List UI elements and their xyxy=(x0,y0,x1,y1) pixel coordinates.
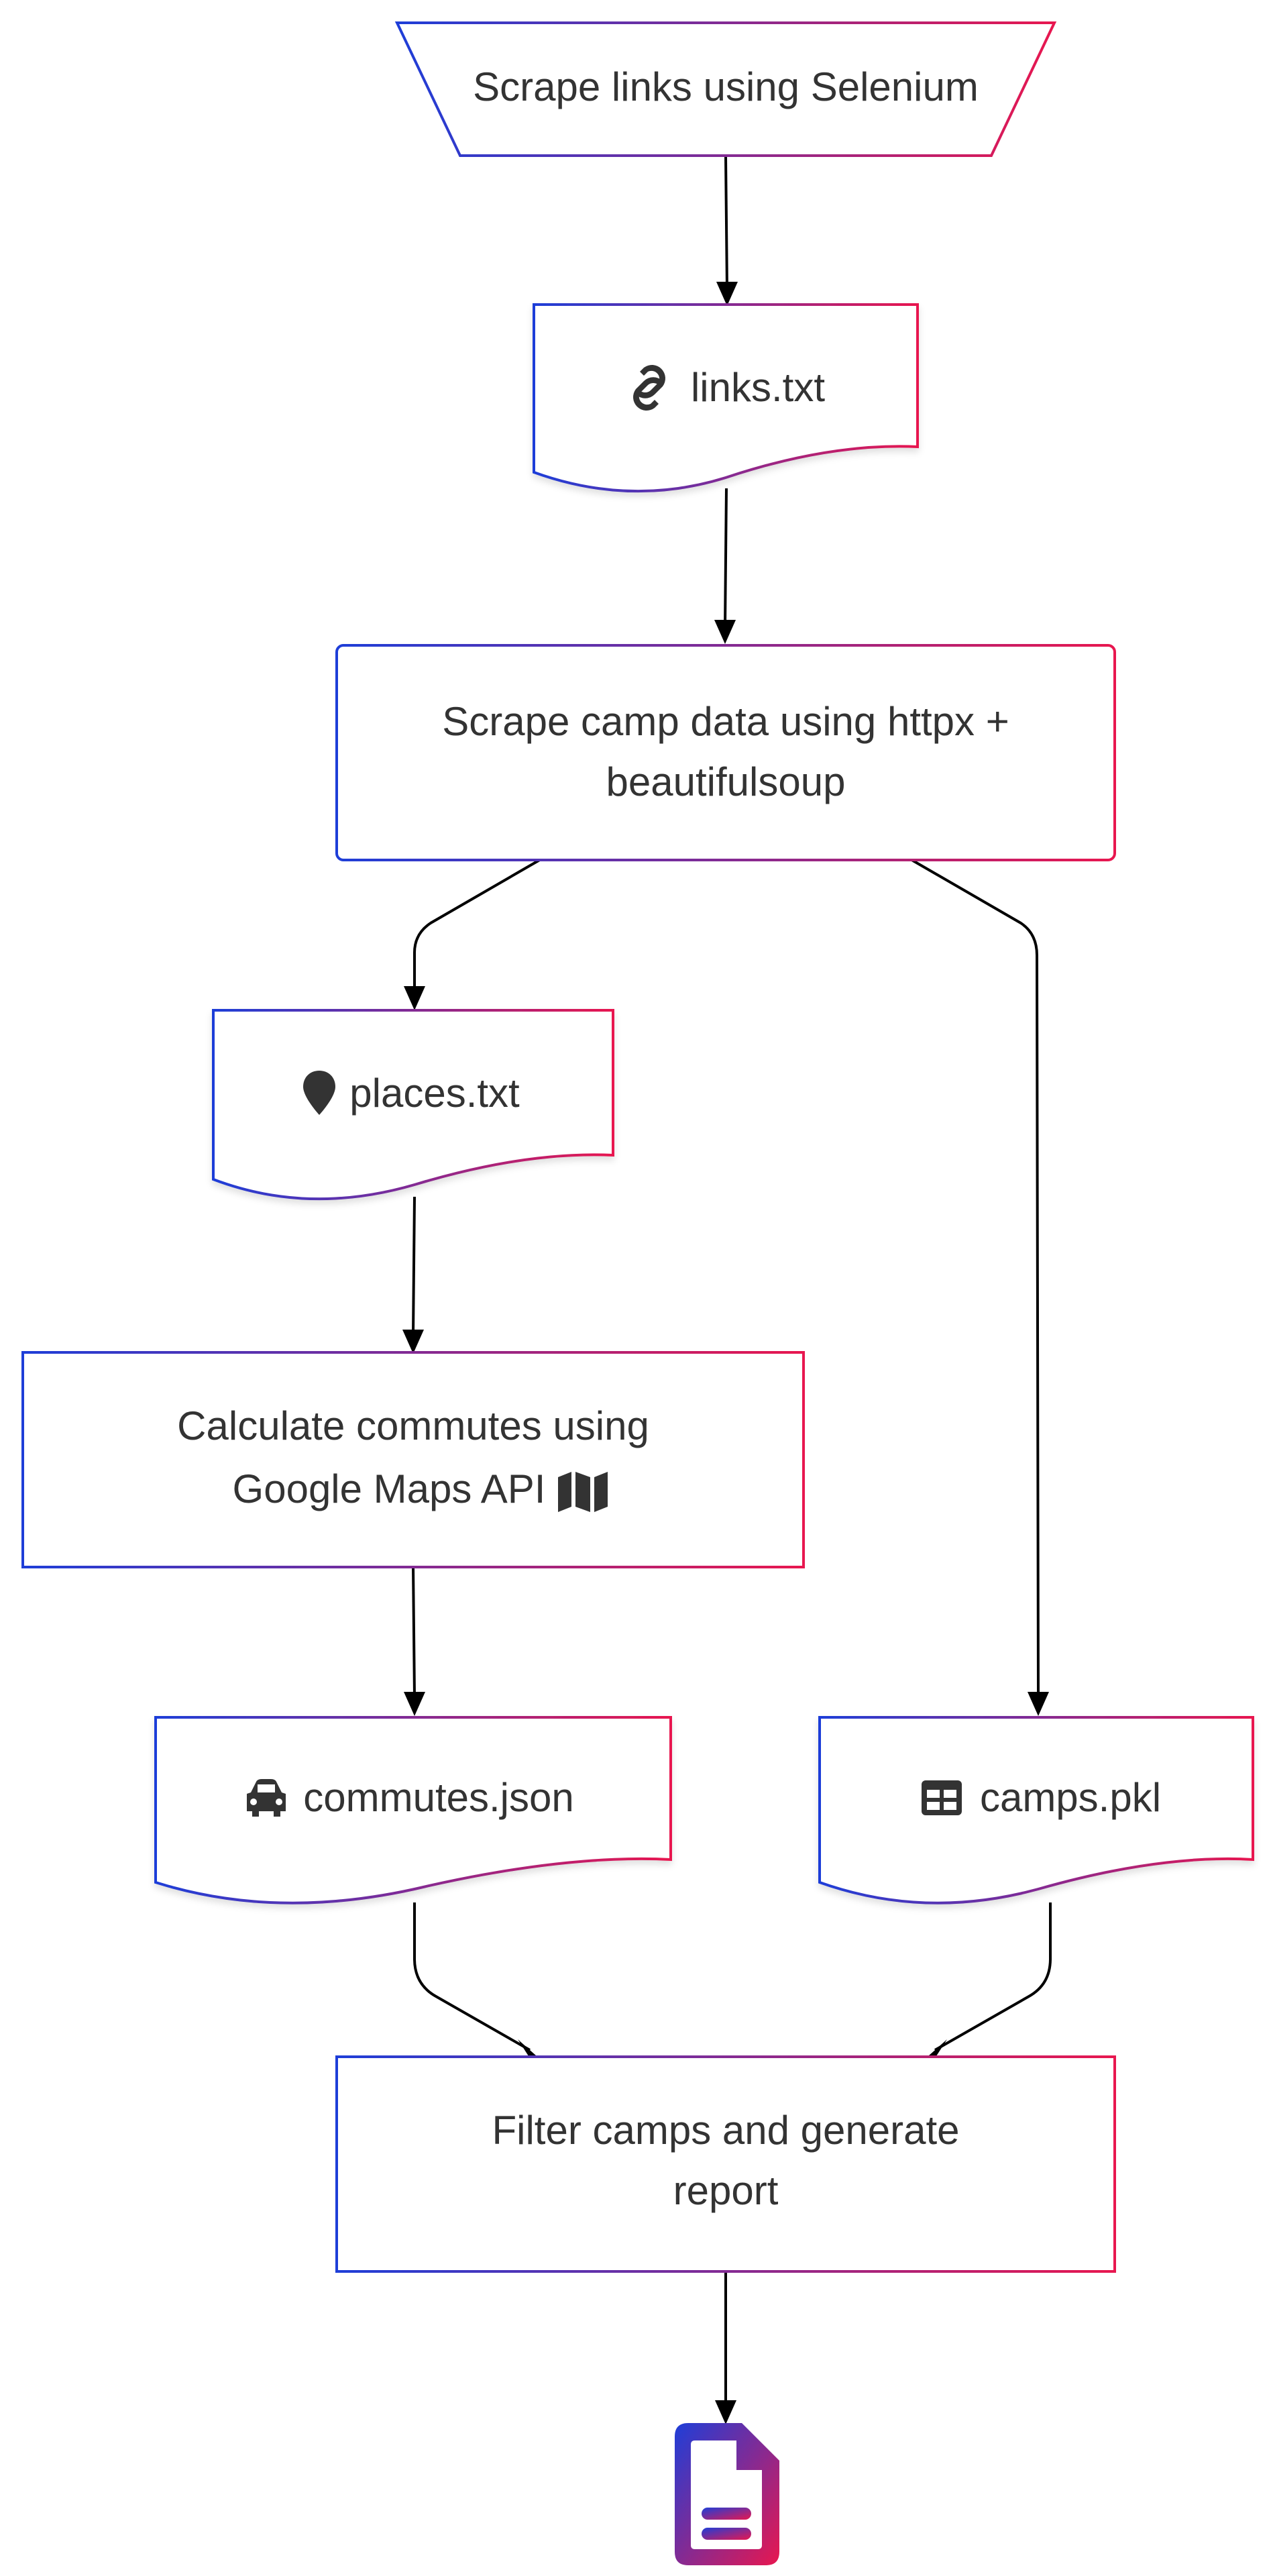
link-icon xyxy=(633,365,665,411)
node-places: places.txt xyxy=(212,1009,614,1201)
node-label-line-1: Scrape camp data using httpx + xyxy=(442,699,1009,744)
node-commutes: commutes.json xyxy=(154,1716,672,1904)
node-label: camps.pkl xyxy=(980,1775,1161,1820)
node-shape-rect xyxy=(335,2055,1116,2273)
node-label: Scrape links using Selenium xyxy=(473,64,979,109)
arrowhead xyxy=(404,1692,425,1716)
node-shape-trapezoid xyxy=(394,21,1057,157)
node-scrape-camp: Scrape camp data using httpx + beautiful… xyxy=(335,644,1116,861)
node-label-line-1: Filter camps and generate xyxy=(492,2108,959,2153)
arrowhead xyxy=(716,282,738,306)
arrowhead xyxy=(714,620,736,644)
edge-places-to-commute-calc xyxy=(412,1196,416,1336)
edge-commute-calc-to-commutes xyxy=(412,1565,416,1698)
arrowhead xyxy=(1028,1692,1049,1716)
arrowhead xyxy=(715,2400,736,2424)
edge-commutes-to-filter xyxy=(413,1902,531,2051)
node-shape-document xyxy=(212,1009,614,1201)
file-document-icon xyxy=(675,2423,779,2565)
arrowhead xyxy=(404,986,425,1010)
car-icon xyxy=(247,1779,286,1817)
edge-scrape-camp-to-places xyxy=(413,857,543,991)
map-icon xyxy=(558,1472,608,1512)
node-label-line-2: beautifulsoup xyxy=(606,759,846,804)
node-label-line-1: Calculate commutes using xyxy=(177,1403,649,1448)
node-camps: camps.pkl xyxy=(818,1716,1254,1904)
node-label: links.txt xyxy=(691,365,825,410)
arrowhead xyxy=(402,1330,424,1354)
node-shape-rect xyxy=(335,644,1116,861)
node-label-line-2: Google Maps API xyxy=(233,1466,546,1511)
node-label-line-2: report xyxy=(673,2168,779,2213)
node-filter: Filter camps and generate report xyxy=(335,2055,1116,2273)
node-shape-document xyxy=(154,1716,672,1904)
edge-links-to-scrape-camp xyxy=(724,488,728,629)
node-shape-document xyxy=(533,303,919,493)
node-links: links.txt xyxy=(533,303,919,493)
node-shape-rect xyxy=(21,1351,805,1568)
node-shape-document xyxy=(818,1716,1254,1904)
edge-scrape-links-to-links xyxy=(724,155,728,290)
node-scrape-links: Scrape links using Selenium xyxy=(394,21,1057,157)
edge-scrape-camp-to-camps xyxy=(908,857,1040,1698)
map-marker-icon xyxy=(303,1071,335,1115)
edge-camps-to-filter xyxy=(934,1902,1052,2051)
node-label: places.txt xyxy=(349,1071,520,1116)
table-icon xyxy=(922,1780,962,1815)
node-label: commutes.json xyxy=(303,1775,573,1820)
node-commute-calc: Calculate commutes using Google Maps API xyxy=(21,1351,805,1568)
